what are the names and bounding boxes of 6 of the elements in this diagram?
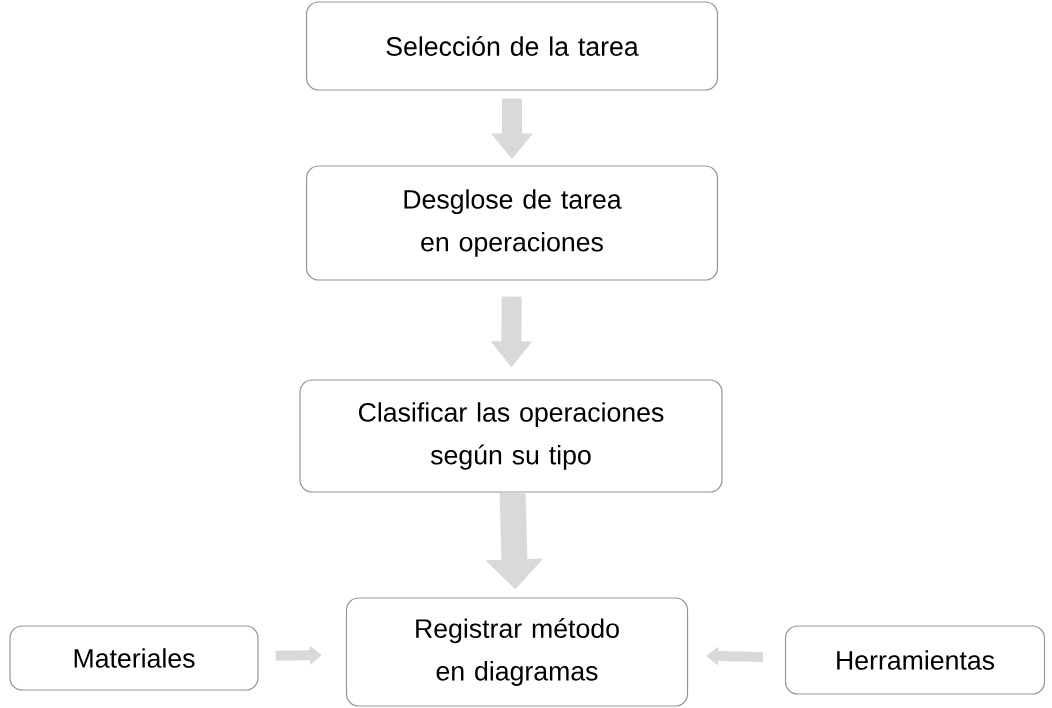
- process-box: Herramientas: [784, 625, 1046, 695]
- process-box: Materiales: [9, 625, 259, 691]
- process-box: Clasificar las operaciones según su tipo: [299, 379, 723, 493]
- process-box: Registrar método en diagramas: [345, 597, 689, 707]
- process-box: Desglose de tarea en operaciones: [305, 165, 719, 281]
- process-box: Selección de la tarea: [305, 1, 719, 91]
